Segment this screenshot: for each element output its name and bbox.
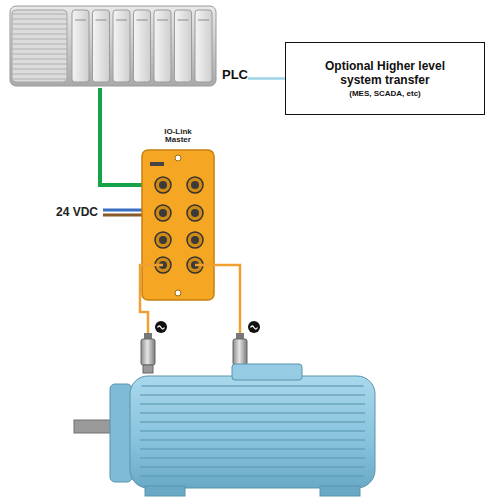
illustration-part bbox=[320, 486, 360, 496]
plc-unit: PLC bbox=[8, 4, 248, 88]
m12-port bbox=[155, 177, 171, 193]
illustration-part bbox=[130, 376, 375, 488]
m12-port bbox=[155, 205, 171, 221]
illustration-part bbox=[140, 380, 365, 484]
plc-rack bbox=[10, 6, 216, 86]
card-mark bbox=[96, 20, 107, 21]
illustration-part bbox=[248, 321, 260, 333]
vibration-sensor bbox=[141, 321, 167, 373]
illustration-part bbox=[12, 10, 67, 82]
card-mark bbox=[116, 20, 127, 21]
io-card bbox=[154, 10, 171, 82]
ethernet-cable bbox=[100, 88, 140, 185]
illustration-part bbox=[110, 384, 132, 482]
io-link-module bbox=[142, 150, 214, 300]
m12-port bbox=[155, 232, 171, 248]
system-box: Optional Higher level system transfer(ME… bbox=[285, 42, 485, 115]
port-socket bbox=[191, 181, 199, 189]
card-mark bbox=[198, 20, 209, 21]
node-title: PLC bbox=[222, 67, 248, 82]
io-card bbox=[175, 10, 192, 82]
sensor-cables bbox=[140, 265, 240, 335]
illustration-part bbox=[175, 155, 181, 161]
port-socket bbox=[159, 209, 167, 217]
illustration-part bbox=[236, 333, 244, 339]
card-mark bbox=[137, 20, 148, 21]
illustration-part bbox=[150, 162, 164, 166]
illustration-part bbox=[251, 326, 258, 329]
illustration-part bbox=[10, 6, 216, 86]
illustration-part bbox=[155, 177, 203, 273]
card-mark bbox=[178, 20, 189, 21]
port-socket bbox=[159, 236, 167, 244]
io-card bbox=[72, 10, 89, 82]
illustration-part bbox=[141, 339, 155, 365]
data-link bbox=[248, 77, 285, 80]
illustration-part bbox=[142, 150, 214, 300]
node-title: IO-Link Master bbox=[155, 128, 201, 145]
node-title: Optional Higher level system transfer bbox=[310, 59, 460, 88]
node-note: (MES, SCADA, etc) bbox=[349, 89, 421, 98]
port-socket bbox=[191, 236, 199, 244]
supply-label: 24 VDC bbox=[0, 205, 98, 219]
card-mark bbox=[157, 20, 168, 21]
electric-motor bbox=[74, 364, 375, 496]
io-card bbox=[134, 10, 151, 82]
m12-port bbox=[187, 205, 203, 221]
io-link-master: IO-Link Master bbox=[140, 128, 216, 302]
illustration-part bbox=[74, 420, 114, 433]
illustration-part bbox=[233, 339, 247, 365]
illustration-part bbox=[144, 333, 152, 339]
illustration-part bbox=[155, 321, 167, 333]
port-socket bbox=[191, 209, 199, 217]
illustration-part bbox=[12, 10, 67, 82]
m12-port bbox=[187, 177, 203, 193]
card-mark bbox=[75, 20, 86, 21]
m12-port bbox=[187, 232, 203, 248]
io-card bbox=[195, 10, 212, 82]
illustration-part bbox=[72, 10, 212, 82]
illustration-part bbox=[195, 265, 240, 335]
illustration-part bbox=[158, 326, 165, 329]
io-card bbox=[93, 10, 110, 82]
illustration-part bbox=[232, 364, 302, 380]
port-socket bbox=[159, 181, 167, 189]
illustration-part bbox=[143, 365, 153, 373]
illustration-part bbox=[175, 290, 181, 296]
io-card bbox=[113, 10, 130, 82]
illustration-part bbox=[145, 486, 185, 496]
